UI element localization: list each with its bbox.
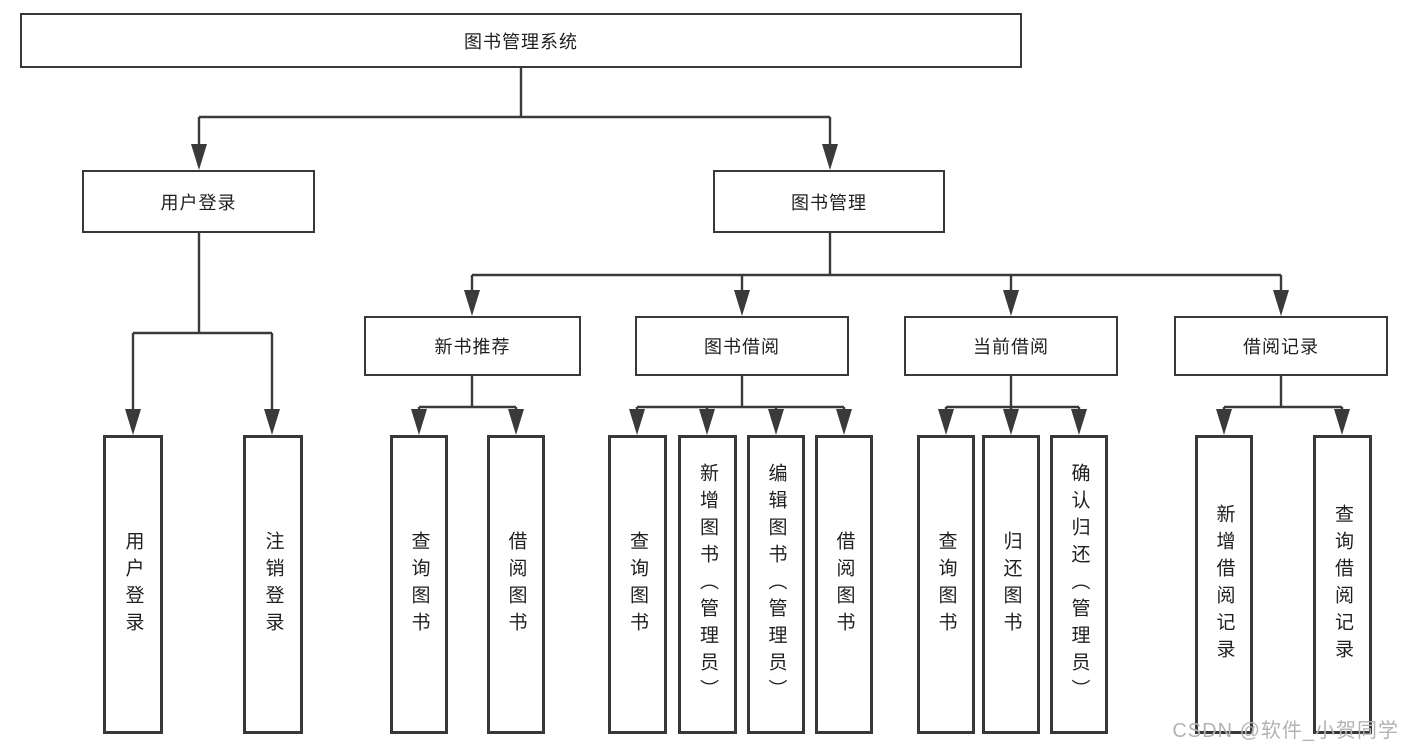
leaf-user-login: 用户登录 [103,435,163,734]
connector-userlogin-to-leaves [125,233,280,435]
connector-newbookrec-to-leaves [411,376,524,435]
leaf-borrow-book: 借阅图书 [815,435,873,734]
leaf-borrow-book-recommend: 借阅图书 [487,435,545,734]
csdn-watermark: CSDN @软件_小贺同学 [1172,720,1399,742]
leaf-logout: 注销登录 [243,435,303,734]
leaf-return-book: 归还图书 [982,435,1040,734]
leaf-query-book-borrow: 查询图书 [608,435,667,734]
node-root-library-system: 图书管理系统 [20,13,1022,68]
connector-bookborrow-to-leaves [629,376,852,435]
leaf-query-borrow-record: 查询借阅记录 [1313,435,1372,734]
node-book-borrow: 图书借阅 [635,316,849,376]
connector-borrowrecords-to-leaves [1216,376,1350,435]
connector-bookmgmt-to-level3 [464,233,1289,316]
leaf-add-borrow-record: 新增借阅记录 [1195,435,1253,734]
node-new-book-recommend: 新书推荐 [364,316,581,376]
leaf-edit-book-admin: 编辑图书（管理员） [747,435,805,734]
node-current-borrow: 当前借阅 [904,316,1118,376]
connector-currentborrow-to-leaves [938,376,1087,435]
leaf-confirm-return-admin: 确认归还（管理员） [1050,435,1108,734]
node-borrow-records: 借阅记录 [1174,316,1388,376]
node-user-login: 用户登录 [82,170,315,233]
connector-root-to-level2 [191,68,838,170]
leaf-query-book-current: 查询图书 [917,435,975,734]
node-book-management: 图书管理 [713,170,945,233]
leaf-query-book-recommend: 查询图书 [390,435,448,734]
leaf-add-book-admin: 新增图书（管理员） [678,435,737,734]
